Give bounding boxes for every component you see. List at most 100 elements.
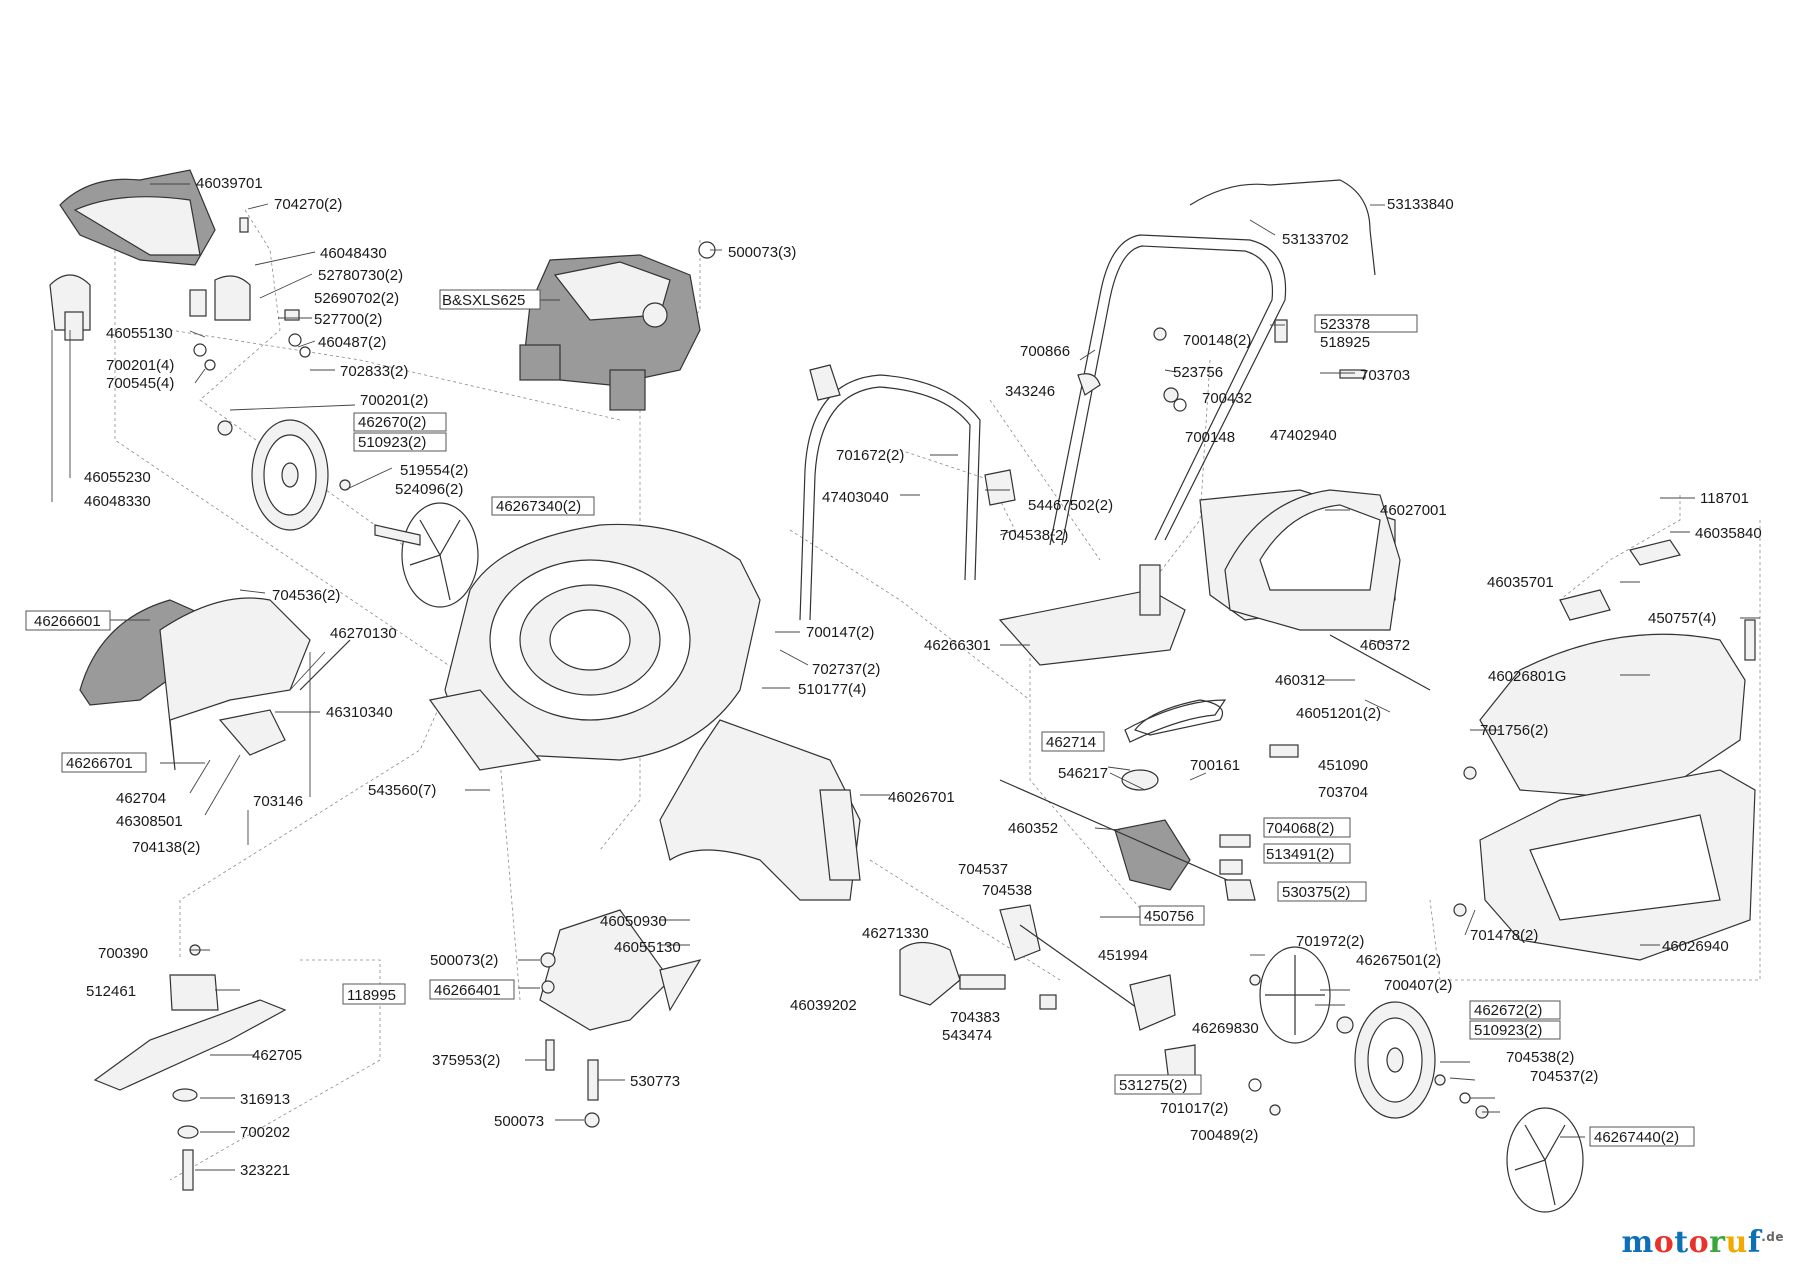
- part-label: 375953(2): [432, 1052, 500, 1069]
- part-label: 700489(2): [1190, 1127, 1258, 1144]
- part-label: 46266701: [66, 755, 133, 772]
- part-label: 700201(2): [360, 392, 428, 409]
- part-label: 451994: [1098, 947, 1148, 964]
- part-label: 701017(2): [1160, 1100, 1228, 1117]
- part-label: 704538(2): [1506, 1049, 1574, 1066]
- part-label: 510177(4): [798, 681, 866, 698]
- part-label: 524096(2): [395, 481, 463, 498]
- part-label: 46267440(2): [1594, 1129, 1679, 1146]
- part-label: 500073(3): [728, 244, 796, 261]
- boxed-label-frame: [353, 412, 447, 432]
- boxed-label-frame: [1314, 314, 1418, 333]
- boxed-label-frame: [1139, 905, 1205, 926]
- leader-lines: [51, 183, 1760, 1171]
- upper-handle-part: [1049, 179, 1376, 546]
- part-label: 46271330: [862, 925, 929, 942]
- boxed-label-frame: [1114, 1074, 1202, 1095]
- part-label: 46266301: [924, 637, 991, 654]
- part-label: 703146: [253, 793, 303, 810]
- part-label: 519554(2): [400, 462, 468, 479]
- side-discharge-part: [79, 597, 351, 771]
- motoruf-logo: motoruf.de: [1621, 1225, 1784, 1260]
- part-label: 47403040: [822, 489, 889, 506]
- part-label: 523756: [1173, 364, 1223, 381]
- part-label: 451090: [1318, 757, 1368, 774]
- part-label: 543474: [942, 1027, 992, 1044]
- part-label: 510923(2): [1474, 1022, 1542, 1039]
- part-label: 46267340(2): [496, 498, 581, 515]
- blade-assembly-part: [93, 944, 287, 1191]
- part-label: 118701: [1700, 490, 1749, 507]
- part-label: 704068(2): [1266, 820, 1334, 837]
- part-label: 700148: [1185, 429, 1235, 446]
- part-label: 700407(2): [1384, 977, 1452, 994]
- part-label: 343246: [1005, 383, 1055, 400]
- part-label: 46267501(2): [1356, 952, 1441, 969]
- part-label: 701972(2): [1296, 933, 1364, 950]
- part-label: 46026801G: [1488, 668, 1566, 685]
- part-label: 46266601: [34, 613, 101, 630]
- part-label: 518925: [1320, 334, 1370, 351]
- part-label: 46051201(2): [1296, 705, 1381, 722]
- part-label: 462670(2): [358, 414, 426, 431]
- part-label: 54467502(2): [1028, 497, 1113, 514]
- part-label: 462705: [252, 1047, 302, 1064]
- part-label: 530375(2): [1282, 884, 1350, 901]
- part-label: 700545(4): [106, 375, 174, 392]
- part-label: 460352: [1008, 820, 1058, 837]
- part-label: 460312: [1275, 672, 1325, 689]
- boxed-label-frame: [353, 432, 447, 452]
- part-label: 702737(2): [812, 661, 880, 678]
- boxed-label-frame: [1277, 881, 1367, 902]
- part-label: 450756: [1144, 908, 1194, 925]
- front-axle-part: [899, 904, 1281, 1116]
- part-label: 46055230: [84, 469, 151, 486]
- mulch-plate-part: [539, 909, 702, 1128]
- part-label: 47402940: [1270, 427, 1337, 444]
- part-label: 500073: [494, 1113, 544, 1130]
- front-wheel-cover-part: [1506, 1107, 1584, 1213]
- part-label: 701756(2): [1480, 722, 1548, 739]
- part-label: 546217: [1058, 765, 1108, 782]
- part-label: 702833(2): [340, 363, 408, 380]
- part-label: 704537(2): [1530, 1068, 1598, 1085]
- part-label: 46310340: [326, 704, 393, 721]
- handle-clips-part: [1077, 319, 1366, 412]
- part-label: 52780730(2): [318, 267, 403, 284]
- engine-part: [519, 241, 716, 411]
- rear-wheel-left-part: [217, 419, 351, 531]
- grass-bag-part: [1453, 539, 1756, 961]
- part-label: 531275(2): [1119, 1077, 1187, 1094]
- part-label: 704538(2): [1000, 527, 1068, 544]
- part-label: 543560(7): [368, 782, 436, 799]
- boxed-label-frame: [61, 752, 147, 773]
- part-label: 700866: [1020, 343, 1070, 360]
- front-hubcap-part: [1249, 946, 1331, 1044]
- gearbox-part: [999, 699, 1299, 901]
- part-label: 704383: [950, 1009, 1000, 1026]
- boxed-label-frame: [25, 610, 111, 631]
- boxed-label-frame: [1589, 1126, 1695, 1147]
- rear-chute-part: [659, 719, 861, 901]
- part-label: 450757(4): [1648, 610, 1716, 627]
- part-label: 704538: [982, 882, 1032, 899]
- part-label: 46027001: [1380, 502, 1447, 519]
- part-label: 701672(2): [836, 447, 904, 464]
- part-label: 46026940: [1662, 938, 1729, 955]
- part-label: 513491(2): [1266, 846, 1334, 863]
- part-label: 46035701: [1487, 574, 1554, 591]
- boxed-label-frame: [1263, 843, 1351, 864]
- part-label: 118995: [347, 987, 396, 1004]
- boxed-label-frame: [1469, 1020, 1561, 1040]
- part-label: 704270(2): [274, 196, 342, 213]
- part-label: 462704: [116, 790, 166, 807]
- part-label: 700202: [240, 1124, 290, 1141]
- boxed-label-frame: [1469, 1000, 1561, 1020]
- boxed-label-frame: [1263, 817, 1351, 838]
- part-label: 316913: [240, 1091, 290, 1108]
- part-label: 704138(2): [132, 839, 200, 856]
- part-label: 510923(2): [358, 434, 426, 451]
- hubcap-left-part: [374, 502, 479, 608]
